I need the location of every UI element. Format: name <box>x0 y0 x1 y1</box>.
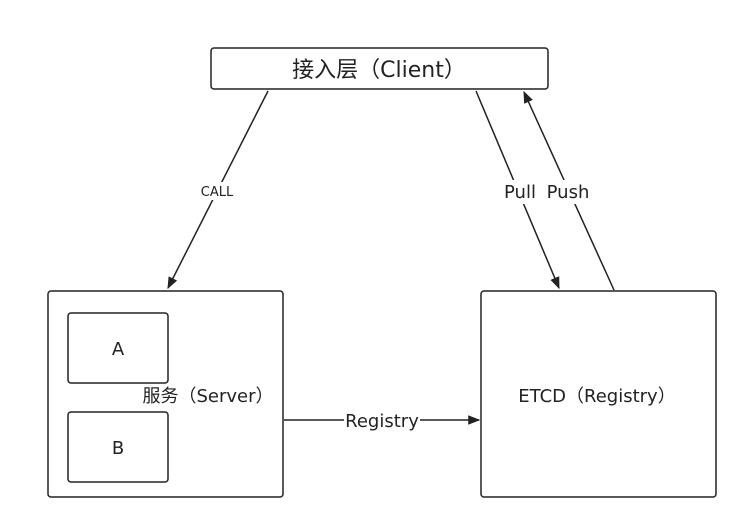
server-label: 服务（Server） <box>142 386 273 407</box>
client-node: 接入层（Client） <box>210 47 549 90</box>
registry-label: ETCD（Registry） <box>518 386 675 407</box>
node-b-label: B <box>112 438 124 459</box>
client-label: 接入层（Client） <box>292 58 466 83</box>
push-edge-label: Push <box>547 182 590 203</box>
node-a: A <box>67 312 169 384</box>
registry-node: ETCD（Registry） <box>480 290 717 498</box>
pull-edge-label: Pull <box>504 182 536 203</box>
node-b: B <box>67 411 169 483</box>
register-edge: Registry <box>284 408 481 432</box>
call-edge: CALL <box>167 90 269 290</box>
call-edge-label: CALL <box>201 185 234 200</box>
node-a-label: A <box>112 339 125 360</box>
register-edge-label: Registry <box>345 411 419 432</box>
